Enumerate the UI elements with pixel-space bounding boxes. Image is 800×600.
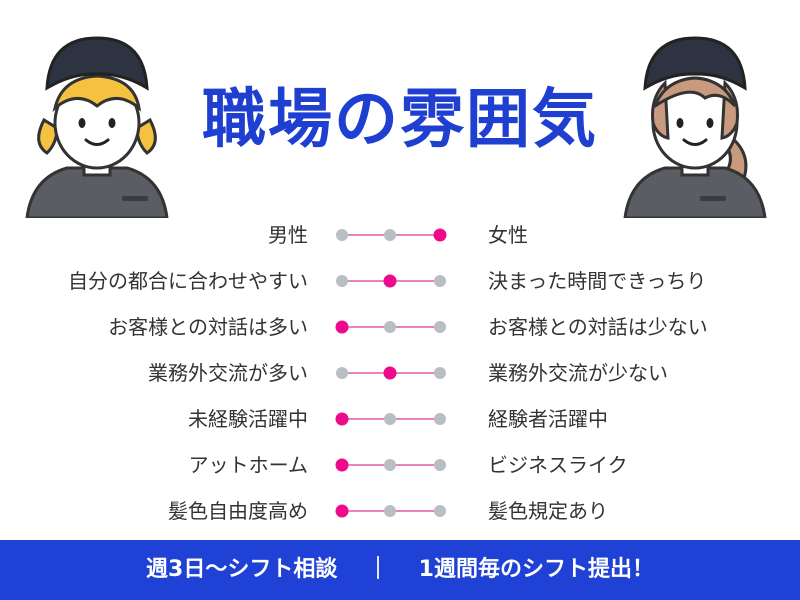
scale-dot xyxy=(434,413,446,425)
scale-dot xyxy=(384,229,396,241)
footer-banner: 週3日〜シフト相談 ｜ 1週間毎のシフト提出！ xyxy=(0,540,800,600)
scale-row: 髪色自由度高め 髪色規定あり xyxy=(0,496,800,526)
scale-dot-selected xyxy=(335,458,349,472)
scale-left-label: アットホーム xyxy=(188,453,308,477)
scale-left-label: お客様との対話は多い xyxy=(108,315,308,339)
scale-right-label: 経験者活躍中 xyxy=(488,407,608,431)
scale-slider xyxy=(336,366,446,380)
scale-slider xyxy=(335,320,446,334)
scale-dot xyxy=(336,229,348,241)
scale-row: 未経験活躍中 経験者活躍中 xyxy=(0,404,800,434)
scale-left-label: 未経験活躍中 xyxy=(188,407,308,431)
page-title: 職場の雰囲気 xyxy=(202,83,598,157)
scale-dot xyxy=(434,459,446,471)
scale-right-label: 決まった時間できっちり xyxy=(488,269,707,293)
scale-right-label: 業務外交流が少ない xyxy=(488,361,668,385)
staff-avatar-right-icon xyxy=(623,36,767,218)
scale-dot xyxy=(384,321,396,333)
scale-row: お客様との対話は多い お客様との対話は少ない xyxy=(0,312,800,342)
scale-dot xyxy=(384,505,396,517)
scale-dot-selected xyxy=(383,366,397,380)
scale-dot xyxy=(434,367,446,379)
scale-row: アットホーム ビジネスライク xyxy=(0,450,800,480)
scale-row: 男性 女性 xyxy=(0,220,800,250)
scale-left-label: 自分の都合に合わせやすい xyxy=(68,269,308,293)
scale-slider xyxy=(335,504,446,518)
scale-dot xyxy=(384,459,396,471)
scale-slider xyxy=(335,458,446,472)
scale-dot xyxy=(434,505,446,517)
footer-text: 週3日〜シフト相談 ｜ 1週間毎のシフト提出！ xyxy=(146,557,654,582)
scale-right-label: 髪色規定あり xyxy=(488,499,608,523)
scale-dot-selected xyxy=(433,228,447,242)
scale-left-label: 男性 xyxy=(268,223,308,247)
scale-slider xyxy=(335,412,446,426)
scale-left-label: 髪色自由度高め xyxy=(168,499,308,523)
scale-dot xyxy=(434,321,446,333)
scale-dot xyxy=(336,367,348,379)
staff-avatar-left-icon xyxy=(25,36,169,218)
scale-dot-selected xyxy=(335,412,349,426)
scale-right-label: ビジネスライク xyxy=(488,453,628,477)
scale-dot-selected xyxy=(383,274,397,288)
scale-dot-selected xyxy=(335,320,349,334)
scale-dot xyxy=(336,275,348,287)
scale-left-label: 業務外交流が多い xyxy=(148,361,308,385)
scale-row: 業務外交流が多い 業務外交流が少ない xyxy=(0,358,800,388)
scale-slider xyxy=(336,228,447,242)
scale-right-label: 女性 xyxy=(488,223,528,247)
scale-right-label: お客様との対話は少ない xyxy=(488,315,708,339)
scale-dot xyxy=(384,413,396,425)
scale-dot-selected xyxy=(335,504,349,518)
scale-row: 自分の都合に合わせやすい 決まった時間できっちり xyxy=(0,266,800,296)
scale-dot xyxy=(434,275,446,287)
scale-slider xyxy=(336,274,446,288)
